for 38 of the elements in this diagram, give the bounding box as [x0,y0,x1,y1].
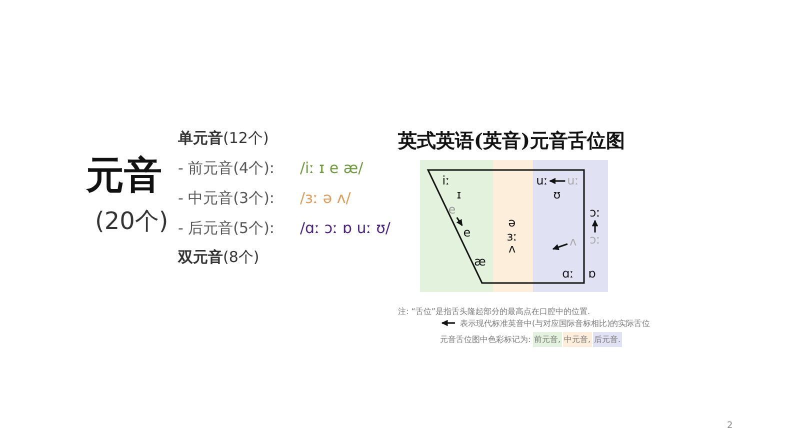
phonetic-symbol: ɔː [588,206,602,220]
note-text: 元音舌位图中色彩标记为: [440,334,531,345]
list-heading: 双元音(8个) [178,248,260,267]
arrow [592,220,598,232]
phonetic-symbol: uː [535,174,549,188]
legend-swatch: 后元音. [593,332,622,347]
phonetic-symbols: /ɜː ə ʌ/ [300,189,351,207]
list-heading: 单元音(12个) [178,129,269,148]
list-item: - 后元音(5个): [178,219,274,238]
arrow [456,217,463,226]
legend-text: 表示现代标准英音中(与对应国际音标相比)的实际舌位 [460,318,650,329]
phonetic-symbol: ə [507,216,517,230]
chart-title: 英式英语(英音)元音舌位图 [398,129,625,154]
page-number: 2 [727,421,733,431]
legend-swatch: 中元音, [563,332,592,347]
phonetic-symbol: ɑː [561,268,575,280]
phonetic-symbol: e [447,204,457,216]
list-item: - 前元音(4个): [178,159,274,178]
note-text: 注: “舌位”是指舌头隆起部分的最高点在口腔中的位置. [398,306,590,317]
phonetic-symbol: ʊ [552,188,562,202]
count-text: (20个) [95,206,168,237]
phonetic-symbol: ɔː [588,234,602,246]
phonetic-symbol: ɜː [506,230,518,244]
phonetic-symbol: æ [473,256,487,268]
phonetic-symbol: e [462,226,472,240]
arrow [549,178,566,184]
legend-swatch: 前元音, [533,332,562,347]
phonetic-symbol: ʌ [507,242,517,256]
heading: 元音 [86,151,162,199]
phonetic-symbols: /ɑː ɔː ɒ uː ʊ/ [300,219,390,237]
phonetic-symbol: ɪ [456,188,462,202]
phonetic-symbols: /iː ɪ e æ/ [300,159,364,177]
list-item: - 中元音(3个): [178,189,274,208]
phonetic-symbol: iː [441,174,451,188]
arrow [552,243,568,250]
phonetic-symbol: ɒ [587,268,597,280]
phonetic-symbol: uː [566,174,580,188]
phonetic-symbol: ʌ [568,236,578,248]
